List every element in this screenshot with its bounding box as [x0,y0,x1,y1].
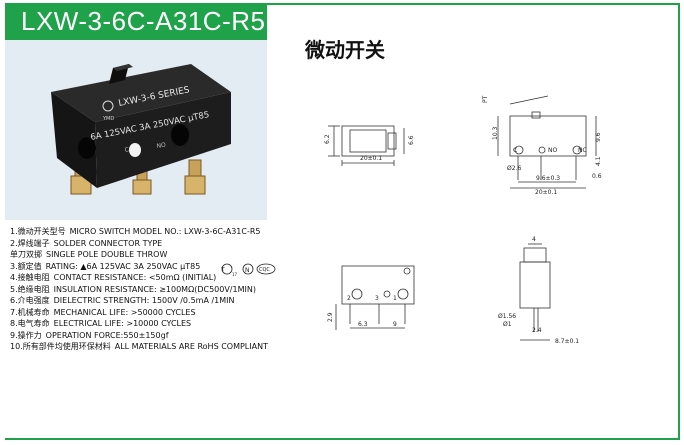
dim-pin-length: 2.9 [327,312,334,322]
header-rule [267,3,679,5]
top-view-drawing [328,125,405,166]
dim-pin-pitch-a: 6.3 [358,321,368,328]
brand-logo-icon [102,100,114,112]
certification-marks [221,263,276,275]
brand-mark: YMD [102,116,114,122]
dim-terminal-1: 4.1 [595,156,602,166]
dim-pitch: 9.6±0.3 [536,175,560,182]
enec-mark: N [245,267,250,274]
page-title: 微动开关 [305,38,385,62]
side-terminal-nc: NC [578,147,587,154]
terminal-label-c: C [124,146,129,154]
bottom-border [5,438,680,440]
tuv-mark: T [220,267,225,274]
product-photo: YMD LXW-3-6 SERIES 6A 125VAC 3A 250VAC μ… [51,64,231,195]
terminal-label-no: NO [156,141,167,150]
dim-plunger-top: 4 [532,236,536,243]
right-border [678,3,680,440]
pin-number-2: 2 [347,295,351,302]
model-header: LXW-3-6C-A31C-R5 [5,3,267,40]
dim-side-height: 10.3 [492,126,499,140]
dim-spacing: 2.4 [532,327,542,334]
side-terminal-c: C [513,147,517,154]
side-view-drawing [497,95,597,189]
enec-cert-icon [242,263,254,275]
pin-number-3: 3 [375,295,379,302]
dim-pin-diameter-1: Ø1.56 [498,313,516,320]
dim-hole-diameter: Ø2.6 [507,165,521,172]
dim-end-width: 8.7±0.1 [555,338,579,345]
cqc-cert-icon [256,263,276,275]
dim-side-height-2: 9.6 [595,132,602,142]
dim-height-2: 6.6 [408,135,415,145]
side-terminal-no: NO [548,147,557,154]
dim-pt: PT [482,95,489,103]
cqc-mark: CQC [259,267,270,273]
dim-terminal-2: 0.6 [592,173,602,180]
dim-width: 20±0.1 [360,155,382,162]
front-view-drawing [335,265,415,330]
end-view-drawing [519,243,551,341]
ul-cert-icon [221,263,233,275]
cert-subscript: 17 [232,272,238,277]
pin-number-1: 1 [393,295,397,302]
mount-hole-left [78,137,96,159]
dim-pin-pitch-b: 9 [393,321,397,328]
mount-hole-right [171,124,189,146]
product-photo-panel: YMD LXW-3-6 SERIES 6A 125VAC 3A 250VAC μ… [5,40,267,220]
dim-pin-diameter-2: Ø1 [503,321,512,328]
dim-side-width: 20±0.1 [535,189,557,196]
dim-height-1: 6.2 [324,134,331,144]
